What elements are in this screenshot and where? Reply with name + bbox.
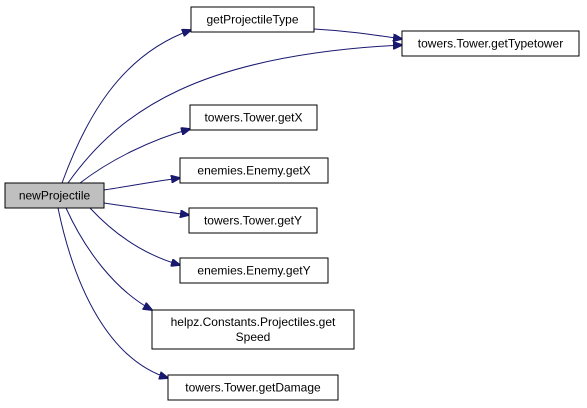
node-get-projectile-type[interactable]: getProjectileType — [190, 6, 315, 33]
node-towers-tower-gettypetower[interactable]: towers.Tower.getTypetower — [401, 30, 580, 57]
edge-newprojectile-to-getprojectiletype — [61, 30, 191, 184]
node-label: getProjectileType — [206, 13, 298, 27]
node-towers-tower-gety[interactable]: towers.Tower.getY — [188, 207, 318, 234]
edge-newprojectile-to-gettypetower — [67, 45, 402, 184]
edges — [57, 28, 402, 378]
node-label: towers.Tower.getY — [204, 214, 302, 228]
node-label-line-1: helpz.Constants.Projectiles.get — [171, 315, 336, 329]
edge-newprojectile-to-enemy-gety — [89, 207, 180, 265]
node-label: newProjectile — [19, 189, 91, 203]
edge-newprojectile-to-tower-gety — [103, 202, 189, 215]
node-label: enemies.Enemy.getX — [197, 164, 310, 178]
node-label: enemies.Enemy.getY — [197, 264, 310, 278]
node-towers-tower-getx[interactable]: towers.Tower.getX — [189, 104, 318, 131]
node-towers-tower-getdamage[interactable]: towers.Tower.getDamage — [167, 374, 339, 401]
edge-newprojectile-to-enemy-getx — [103, 178, 180, 191]
node-enemies-enemy-gety[interactable]: enemies.Enemy.getY — [179, 257, 329, 284]
edge-newprojectile-to-tower-getx — [79, 129, 190, 184]
node-label: towers.Tower.getTypetower — [418, 37, 563, 51]
node-helpz-constants-projectiles-getspeed[interactable]: helpz.Constants.Projectiles.get Speed — [151, 309, 355, 350]
edge-getprojectiletype-to-gettypetower — [313, 28, 402, 39]
node-label: towers.Tower.getDamage — [185, 381, 321, 395]
edge-newprojectile-to-getspeed — [65, 207, 152, 310]
node-enemies-enemy-getx[interactable]: enemies.Enemy.getX — [179, 157, 329, 184]
edge-newprojectile-to-getdamage — [57, 207, 168, 378]
node-label-line-2: Speed — [236, 330, 271, 344]
node-label: towers.Tower.getX — [204, 111, 302, 125]
node-new-projectile[interactable]: newProjectile — [4, 182, 105, 209]
